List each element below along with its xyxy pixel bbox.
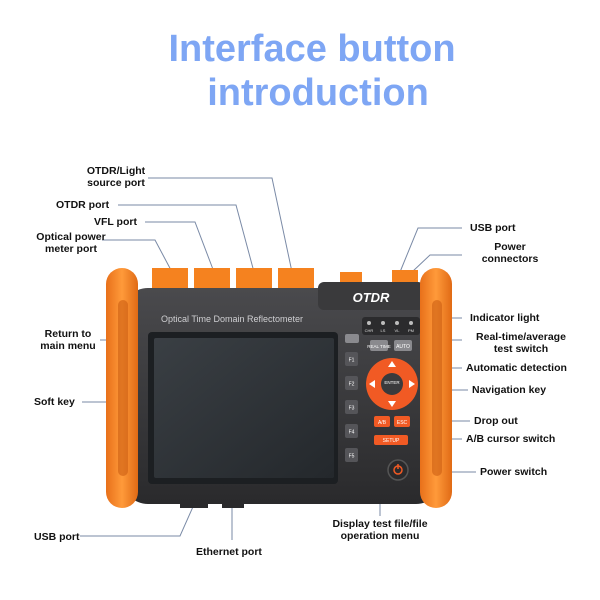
soft-key-label: F4 xyxy=(349,430,355,436)
setup-key-label: SETUP xyxy=(383,438,400,444)
arrow-up-icon xyxy=(388,361,396,367)
power-switch[interactable] xyxy=(387,459,409,481)
return-main-menu-button[interactable] xyxy=(345,334,359,343)
label-indicator-light: Indicator light xyxy=(470,312,540,324)
indicator-label: PM xyxy=(408,328,414,333)
arrow-left-icon xyxy=(369,380,375,388)
auto-key-label: AUTO xyxy=(396,344,410,350)
label-vfl-port: VFL port xyxy=(94,216,137,228)
soft-key-f4[interactable] xyxy=(345,424,358,438)
indicator-panel xyxy=(362,317,420,335)
soft-key-f3[interactable] xyxy=(345,400,358,414)
label-drop-out: Drop out xyxy=(474,415,518,427)
setup-button[interactable] xyxy=(374,435,408,445)
ab-cursor-button[interactable] xyxy=(374,416,390,427)
label-power-switch: Power switch xyxy=(480,466,548,478)
screen xyxy=(154,338,334,478)
usb-port-bottom xyxy=(180,500,208,508)
enter-button[interactable] xyxy=(381,373,403,395)
brand-plate xyxy=(318,282,424,310)
title-line-1: Interface button xyxy=(168,28,456,70)
soft-key-label: F3 xyxy=(349,406,355,412)
label-soft-key: Soft key xyxy=(34,396,75,408)
arrow-down-icon xyxy=(388,401,396,407)
indicator-light-chr xyxy=(367,321,371,325)
soft-key-label: F1 xyxy=(349,358,355,364)
brand-logo: OTDR xyxy=(353,290,390,305)
ab-key-label: A/B xyxy=(378,420,387,426)
soft-key-f1[interactable] xyxy=(345,352,358,366)
esc-drop-out-button[interactable] xyxy=(394,416,410,427)
label-usb-port-bottom: USB port xyxy=(34,531,80,543)
enter-key-label: ENTER xyxy=(384,380,400,385)
auto-detection-button[interactable] xyxy=(394,340,412,351)
soft-key-f5[interactable] xyxy=(345,448,358,462)
soft-key-label: F5 xyxy=(349,454,355,460)
screen-caption: Optical Time Domain Reflectometer xyxy=(161,314,303,324)
soft-key-f2[interactable] xyxy=(345,376,358,390)
label-navigation-key: Navigation key xyxy=(472,384,547,396)
label-otdr-port: OTDR port xyxy=(56,199,110,211)
arrow-right-icon xyxy=(409,380,415,388)
realtime-key-label: REAL TIME xyxy=(367,344,391,349)
label-automatic-detection: Automatic detection xyxy=(466,362,567,374)
indicator-light-ls xyxy=(381,321,385,325)
indicator-light-vl xyxy=(395,321,399,325)
indicator-label: VL xyxy=(395,328,401,333)
soft-key-label: F2 xyxy=(349,382,355,388)
indicator-label: CHR xyxy=(365,328,374,333)
indicator-label: LS xyxy=(381,328,386,333)
label-ab-cursor-switch: A/B cursor switch xyxy=(466,433,556,445)
label-ethernet-port: Ethernet port xyxy=(196,546,262,558)
title-line-2: introduction xyxy=(207,72,429,114)
ethernet-port xyxy=(222,500,244,508)
label-usb-port-top: USB port xyxy=(470,222,516,234)
esc-key-label: ESC xyxy=(397,420,408,426)
realtime-average-button[interactable] xyxy=(370,340,388,351)
indicator-light-pm xyxy=(409,321,413,325)
indicator-lights: CHR LS VL PM xyxy=(365,321,414,333)
